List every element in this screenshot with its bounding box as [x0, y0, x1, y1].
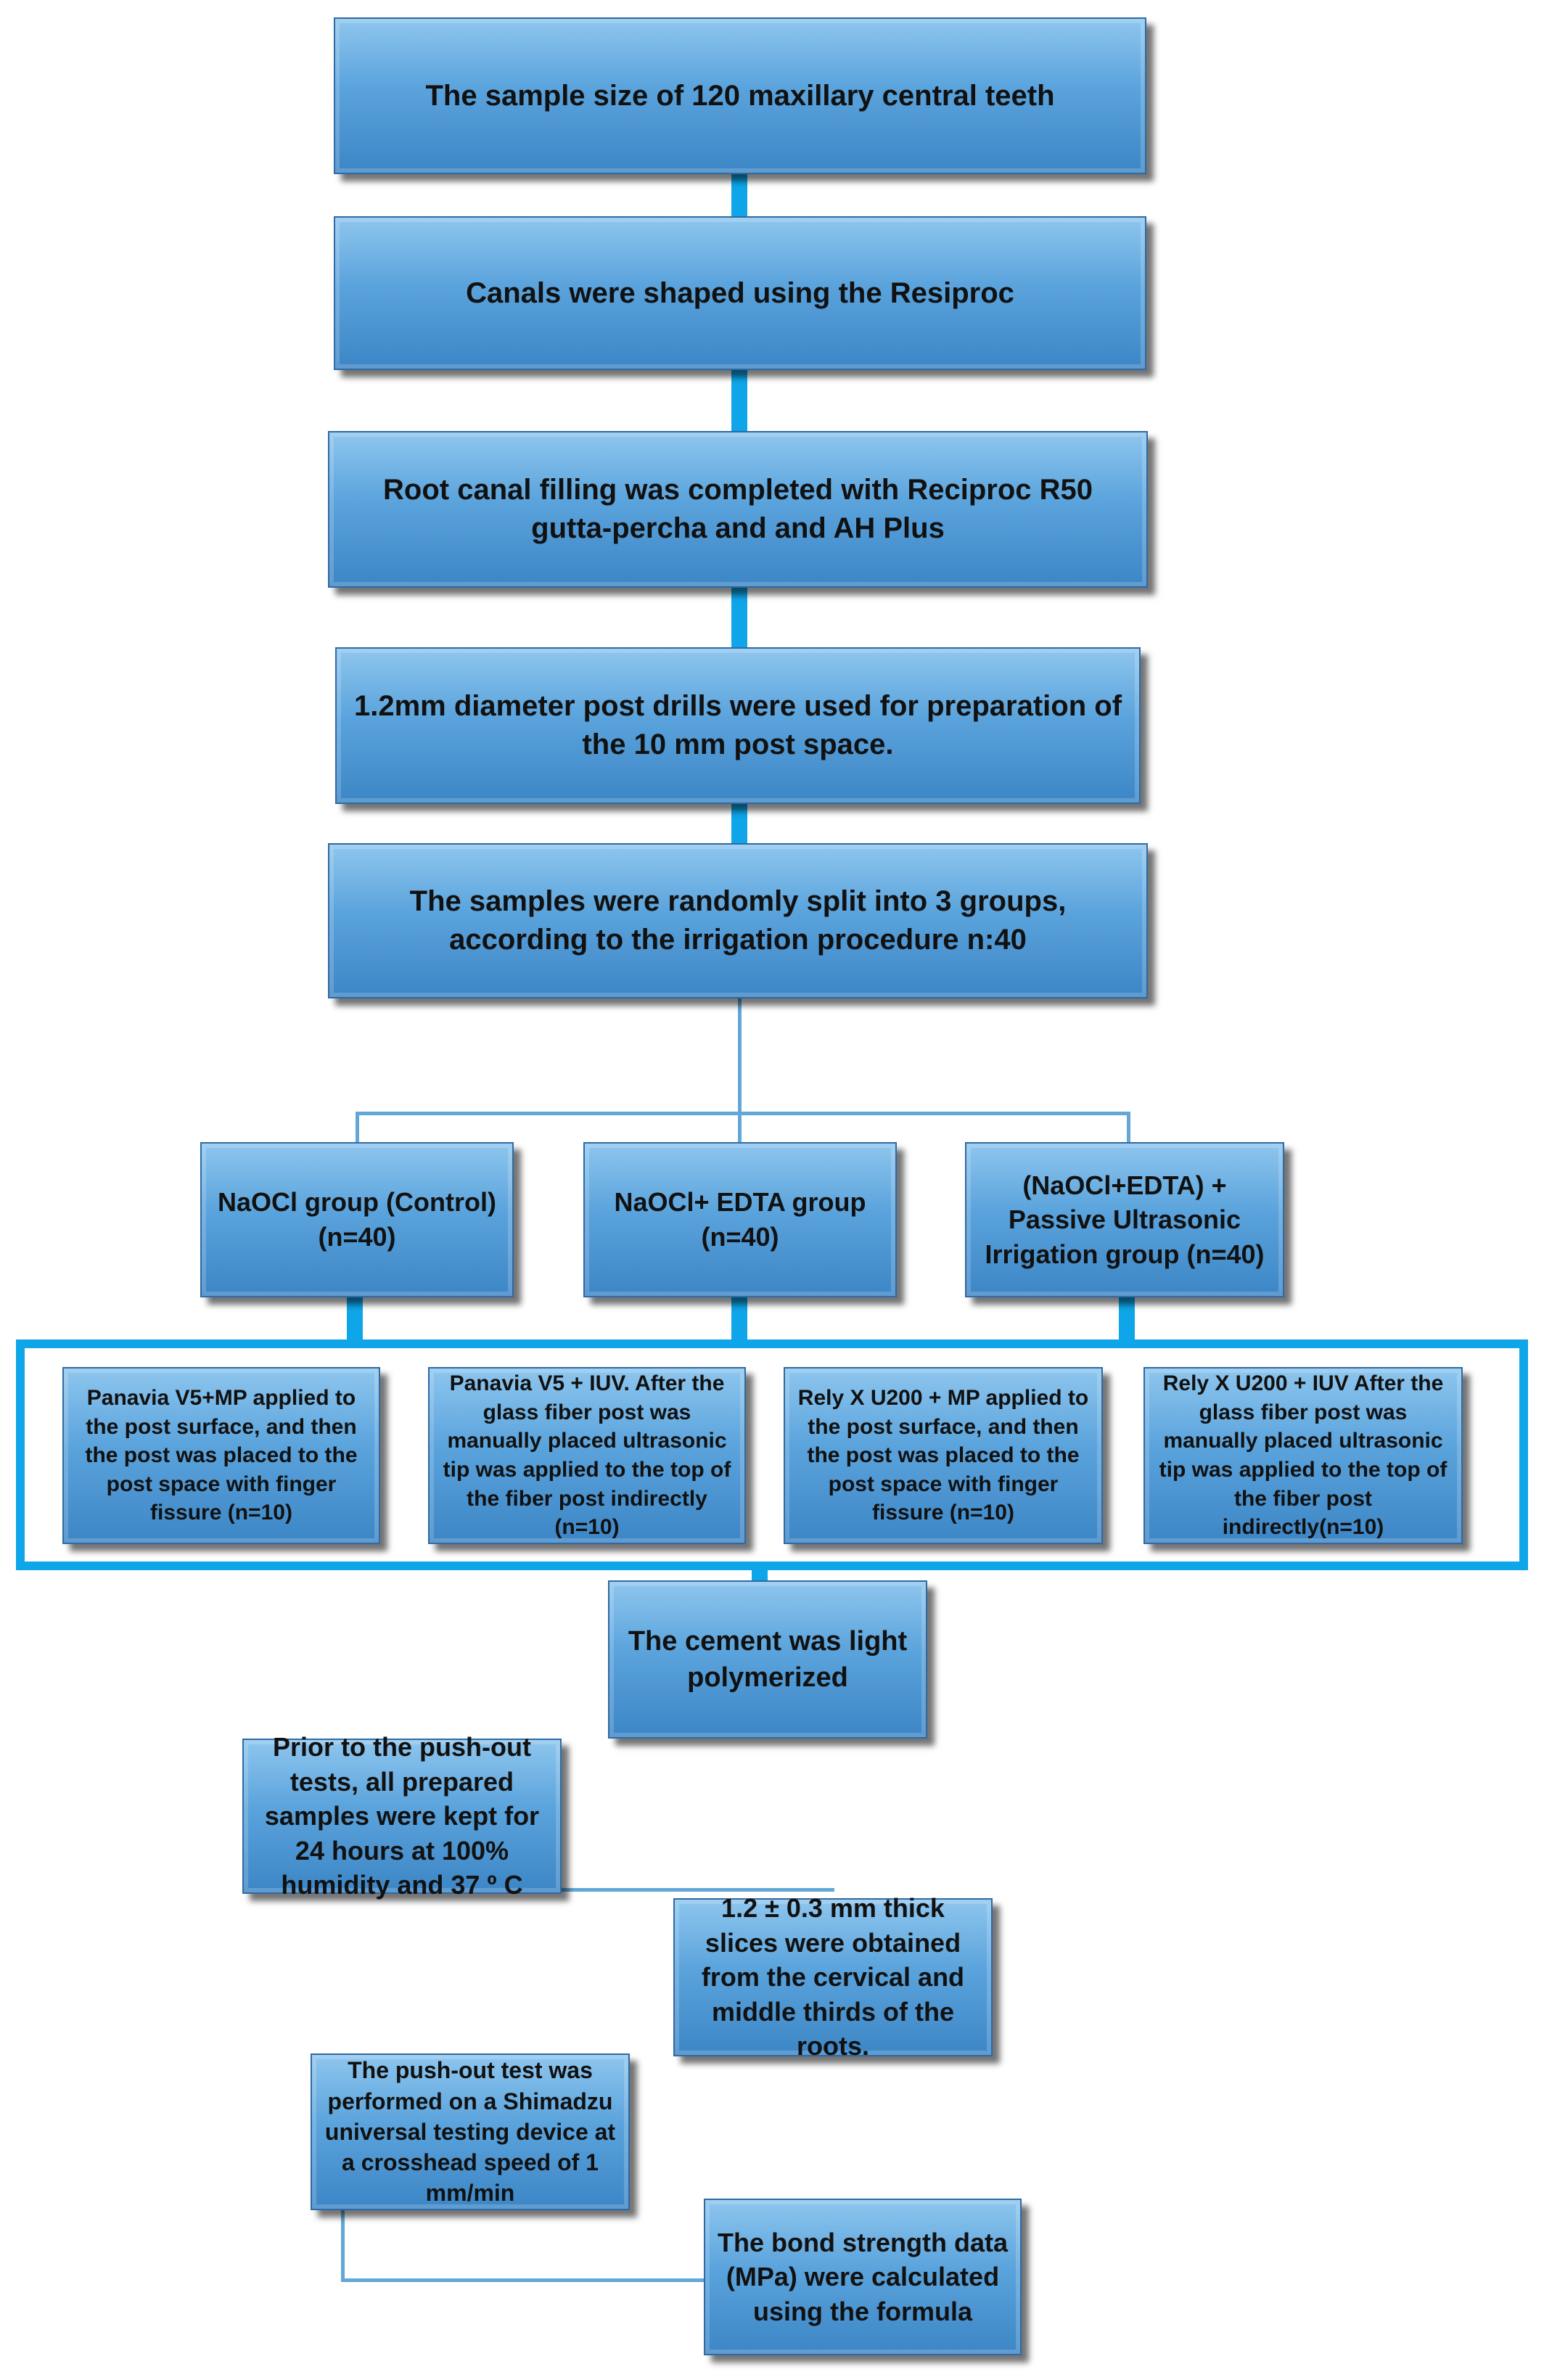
- connector-2-3: [731, 370, 747, 435]
- subgroup-panavia-mp: Panavia V5+MP applied to the post surfac…: [62, 1367, 380, 1544]
- step-bond-strength: The bond strength data (MPa) were calcul…: [704, 2199, 1022, 2355]
- line-pushout-bond-horiz: [341, 2278, 711, 2282]
- subgroup-panavia-iuv: Panavia V5 + IUV. After the glass fiber …: [428, 1367, 746, 1544]
- group-naocl-control-text: NaOCl group (Control) (n=40): [218, 1187, 496, 1252]
- step-sample-size: The sample size of 120 maxillary central…: [334, 17, 1146, 174]
- step-post-drills: 1.2mm diameter post drills were used for…: [335, 647, 1141, 804]
- step-light-polymerized: The cement was light polymerized: [608, 1580, 927, 1739]
- step-light-polymerized-text: The cement was light polymerized: [628, 1625, 908, 1693]
- connector-1-2: [731, 174, 747, 218]
- subgroup-panavia-mp-text: Panavia V5+MP applied to the post surfac…: [85, 1386, 358, 1525]
- step-storage: Prior to the push-out tests, all prepare…: [242, 1732, 562, 1900]
- step-root-canal-filling: Root canal filling was completed with Re…: [328, 431, 1148, 588]
- branch-stem: [738, 998, 742, 1113]
- connector-3-4: [731, 588, 747, 653]
- connector-group1-frame: [347, 1297, 363, 1341]
- step-root-canal-filling-text: Root canal filling was completed with Re…: [383, 474, 1093, 544]
- connector-group3-frame: [1119, 1297, 1135, 1341]
- group-naocl-edta-text: NaOCl+ EDTA group (n=40): [614, 1187, 866, 1252]
- step-post-drills-text: 1.2mm diameter post drills were used for…: [353, 690, 1122, 760]
- branch-horizontal: [356, 1112, 1130, 1115]
- group-naocl-control: NaOCl group (Control) (n=40): [200, 1142, 514, 1297]
- subgroup-relyx-mp-text: Rely X U200 + MP applied to the post sur…: [797, 1386, 1089, 1525]
- step-slices-text: 1.2 ± 0.3 mm thick slices were obtained …: [701, 1893, 965, 2061]
- subgroup-relyx-iuv: Rely X U200 + IUV After the glass fiber …: [1143, 1367, 1463, 1544]
- group-passive-ultrasonic: (NaOCl+EDTA) + Passive Ultrasonic Irriga…: [965, 1142, 1284, 1297]
- step-pushout-test-text: The push-out test was performed on a Shi…: [324, 2057, 616, 2207]
- subgroup-relyx-iuv-text: Rely X U200 + IUV After the glass fiber …: [1159, 1371, 1448, 1540]
- step-canal-shaping-text: Canals were shaped using the Resiproc: [466, 276, 1014, 309]
- line-storage-slices: [559, 1888, 834, 1892]
- step-random-split-text: The samples were randomly split into 3 g…: [409, 885, 1067, 956]
- branch-left: [356, 1112, 359, 1144]
- step-storage-text: Prior to the push-out tests, all prepare…: [264, 1732, 540, 1900]
- branch-right: [1127, 1112, 1130, 1144]
- connector-group2-frame: [731, 1297, 747, 1341]
- connector-4-5: [731, 804, 747, 848]
- subgroup-relyx-mp: Rely X U200 + MP applied to the post sur…: [784, 1367, 1103, 1544]
- line-pushout-bond-vert: [341, 2206, 345, 2281]
- step-bond-strength-text: The bond strength data (MPa) were calcul…: [718, 2227, 1008, 2326]
- branch-mid: [738, 1112, 742, 1144]
- step-pushout-test: The push-out test was performed on a Shi…: [311, 2053, 630, 2210]
- group-passive-ultrasonic-text: (NaOCl+EDTA) + Passive Ultrasonic Irriga…: [985, 1170, 1265, 1269]
- subgroup-panavia-iuv-text: Panavia V5 + IUV. After the glass fiber …: [443, 1371, 731, 1540]
- step-canal-shaping: Canals were shaped using the Resiproc: [334, 216, 1146, 370]
- step-sample-size-text: The sample size of 120 maxillary central…: [425, 79, 1055, 112]
- step-slices: 1.2 ± 0.3 mm thick slices were obtained …: [673, 1893, 993, 2061]
- group-naocl-edta: NaOCl+ EDTA group (n=40): [583, 1142, 897, 1297]
- step-random-split: The samples were randomly split into 3 g…: [328, 843, 1148, 998]
